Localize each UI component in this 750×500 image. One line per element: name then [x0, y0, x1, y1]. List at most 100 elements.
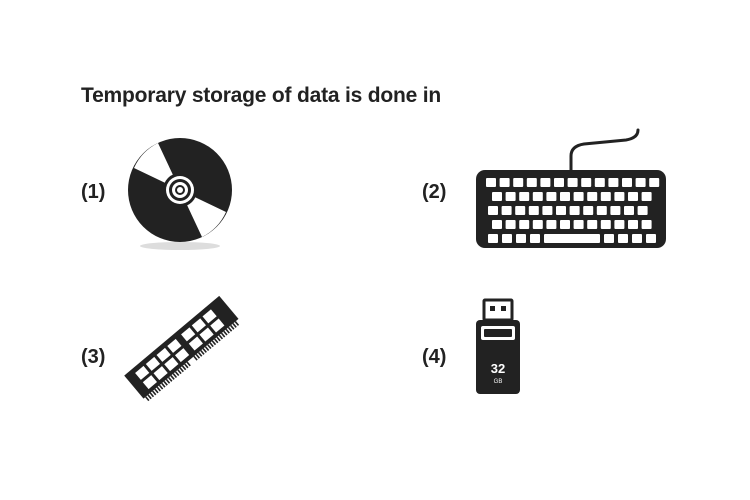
usb-connector-pin-left	[490, 306, 495, 311]
keyboard-key	[554, 178, 564, 187]
ram-board	[124, 295, 239, 399]
ram-pin	[165, 378, 171, 384]
keyboard-key	[532, 220, 543, 229]
keyboard-key	[532, 192, 543, 201]
option-4-label[interactable]: (4)	[422, 346, 447, 368]
usb-body-window-inner	[484, 329, 512, 337]
keyboard-key	[628, 192, 638, 201]
ram-pin	[195, 353, 201, 359]
usb-connector	[482, 298, 514, 322]
keyboard-key	[560, 220, 570, 229]
keyboard-key	[488, 234, 498, 243]
keyboard-key	[641, 192, 652, 201]
ram-pin	[156, 386, 161, 392]
keyboard-key	[499, 178, 510, 187]
keyboard-key	[505, 220, 516, 229]
keyboard-key	[632, 234, 642, 243]
keyboard-key	[492, 192, 502, 201]
keyboard-key	[569, 206, 580, 215]
keyboard-key	[567, 178, 578, 187]
keyboard-key	[542, 206, 553, 215]
keyboard-keys	[486, 178, 660, 243]
keyboard-key	[513, 178, 524, 187]
keyboard-key	[628, 220, 638, 229]
keyboard-key	[486, 178, 496, 187]
ram-pin	[230, 324, 235, 330]
keyboard-key	[583, 206, 594, 215]
keyboard-key	[622, 178, 632, 187]
keyboard-key	[519, 192, 530, 201]
ram-pin	[232, 322, 237, 328]
usb-capacity-text: 32	[491, 361, 505, 376]
keyboard-key	[635, 178, 646, 187]
ram-pin	[184, 363, 189, 369]
keyboard-key	[641, 220, 652, 229]
keyboard-key	[608, 178, 619, 187]
usb-unit-text: GB	[494, 379, 503, 385]
cd-shadow	[140, 242, 220, 250]
keyboard-key	[488, 206, 498, 215]
ram-pin	[204, 346, 210, 351]
keyboard-key	[556, 206, 566, 215]
ram-pin	[172, 373, 178, 378]
ram-pin	[145, 396, 150, 402]
ram-pin	[213, 338, 219, 344]
ram-pins	[145, 321, 240, 402]
ram-pin	[186, 361, 191, 367]
keyboard-key	[596, 206, 607, 215]
ram-pin	[202, 348, 207, 353]
keyboard-key	[600, 220, 611, 229]
keyboard-key	[501, 206, 512, 215]
ram-module-icon[interactable]	[120, 290, 244, 406]
keyboard-key	[614, 192, 625, 201]
ram-pin	[193, 355, 198, 361]
keyboard-key	[649, 178, 660, 187]
ram-chips	[135, 309, 225, 390]
keyboard-key	[505, 192, 516, 201]
ram-pin	[177, 369, 182, 375]
keyboard-key	[516, 234, 526, 243]
keyboard-key	[646, 234, 656, 243]
ram-pin	[154, 388, 159, 394]
ram-pin	[163, 380, 168, 386]
ram-pin	[220, 332, 226, 338]
ram-pin	[170, 375, 175, 380]
ram-pin	[149, 392, 155, 398]
cd-hole-center	[177, 187, 183, 193]
ram-pin	[147, 394, 152, 400]
keyboard-key	[587, 192, 598, 201]
keyboard-key	[624, 206, 634, 215]
keyboard-key	[573, 192, 584, 201]
cd-icon[interactable]	[124, 136, 236, 252]
ram-pin	[161, 382, 166, 388]
keyboard-key	[540, 178, 551, 187]
keyboard-key	[587, 220, 598, 229]
keyboard-key	[492, 220, 502, 229]
ram-pin	[151, 390, 157, 396]
keyboard-key	[519, 220, 530, 229]
ram-pin	[216, 336, 221, 342]
keyboard-key	[618, 234, 628, 243]
ram-pin	[181, 365, 187, 371]
keyboard-key	[502, 234, 512, 243]
keyboard-key	[581, 178, 592, 187]
keyboard-key	[546, 192, 557, 201]
keyboard-key	[594, 178, 605, 187]
ram-pin	[197, 351, 203, 357]
ram-pin	[218, 334, 224, 340]
ram-pin	[207, 344, 212, 350]
keyboard-key	[515, 206, 526, 215]
option-2-label[interactable]: (2)	[422, 181, 447, 203]
option-3-label[interactable]: (3)	[81, 346, 106, 368]
ram-pin	[223, 330, 228, 336]
ram-pin	[174, 371, 180, 377]
usb-drive-icon[interactable]: 32 GB	[468, 298, 528, 398]
keyboard-key	[560, 192, 570, 201]
ram-pin	[234, 321, 240, 326]
option-1-label[interactable]: (1)	[81, 181, 106, 203]
keyboard-icon[interactable]	[474, 128, 668, 252]
keyboard-key	[530, 234, 540, 243]
usb-connector-pin-right	[501, 306, 506, 311]
ram-pin	[227, 326, 233, 332]
keyboard-key	[600, 192, 611, 201]
